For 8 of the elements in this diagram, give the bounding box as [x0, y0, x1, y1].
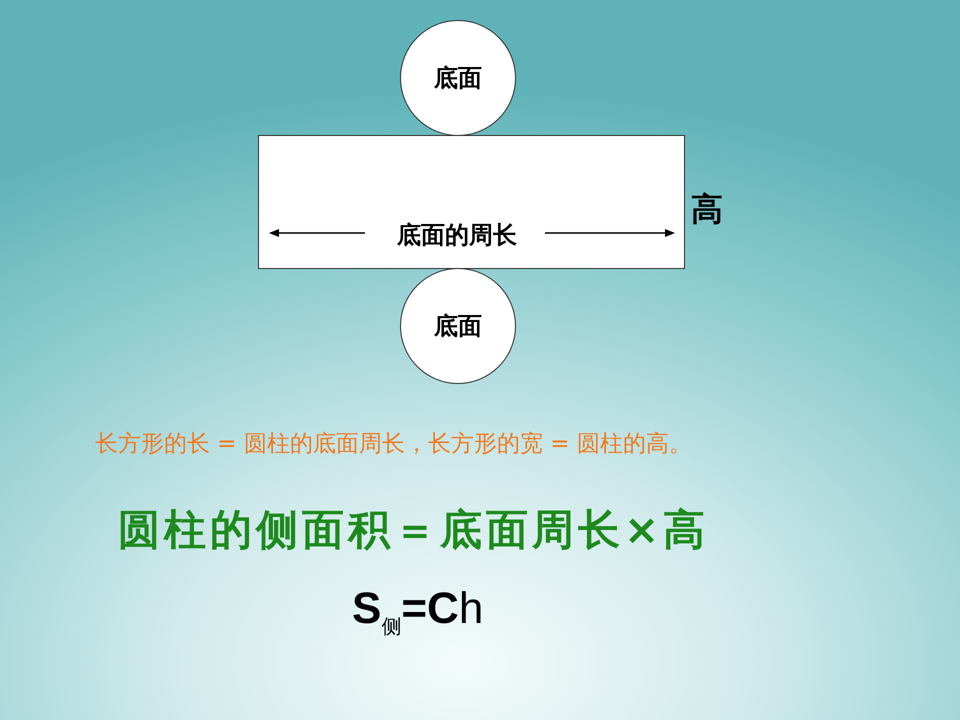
- formula-text: 圆柱的侧面积＝底面周长×高: [118, 504, 710, 556]
- node-label: 底面: [434, 63, 482, 94]
- height-label: 高: [691, 189, 723, 230]
- formula-symbol: S$_{侧}$=Ch: [352, 584, 484, 640]
- note-text: 长方形的长 = 圆柱的底面周长，长方形的宽 = 圆柱的高。: [95, 430, 692, 459]
- node-label: 底面: [434, 311, 482, 342]
- side-rectangle: [258, 135, 685, 269]
- node-label: 底面的周长: [396, 220, 518, 251]
